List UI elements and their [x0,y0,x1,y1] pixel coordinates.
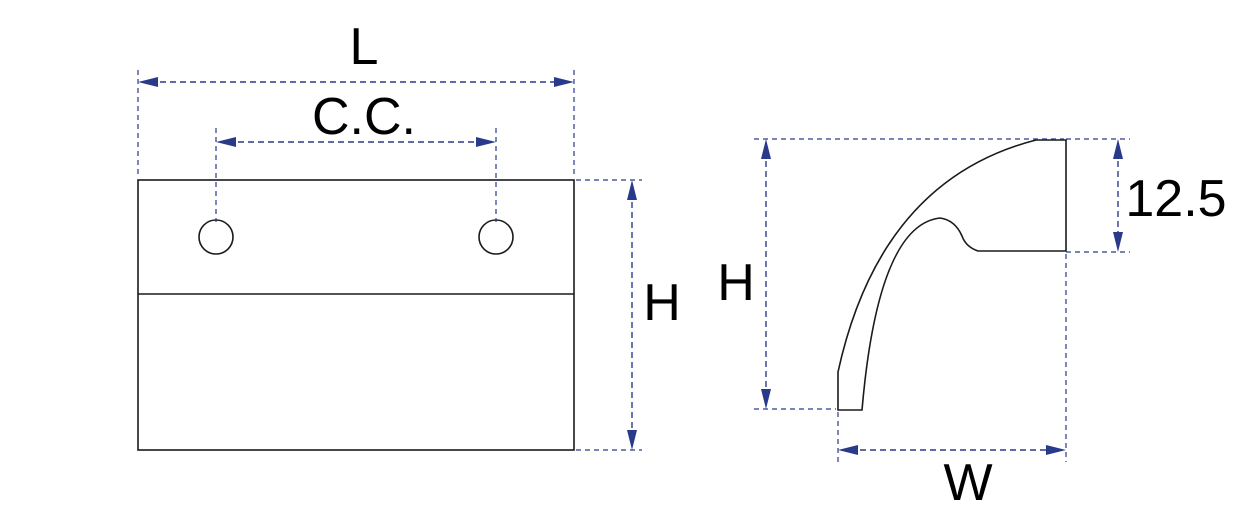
front-height-arrow-bottom [627,430,637,450]
width-arrow-right [1046,445,1066,455]
mounting-hole-right [478,219,514,255]
side-height-arrow-bottom [761,389,771,409]
front-height-dimension: H [576,179,681,451]
front-height-arrow-top [627,180,637,200]
thickness-dimension: 12.5 [1066,138,1227,253]
side-view: H 12.5 W [717,138,1227,512]
cc-arrow-left [216,137,236,147]
width-label: W [943,454,992,512]
front-body-outline [137,179,575,451]
length-dimension: L [137,18,575,178]
thickness-arrow-bottom [1113,232,1123,252]
cc-arrow-right [476,137,496,147]
side-height-label: H [717,254,755,312]
length-arrow-right [554,77,574,87]
side-profile-outline [837,139,1067,411]
side-height-dimension: H [717,138,1064,410]
thickness-label: 12.5 [1125,170,1226,228]
front-view: L C.C. H [137,18,681,451]
side-height-arrow-top [761,139,771,159]
center-to-center-dimension: C.C. [215,88,497,222]
center-to-center-label: C.C. [312,88,416,146]
front-height-label: H [643,274,681,332]
thickness-arrow-top [1113,139,1123,159]
width-dimension: W [837,254,1067,512]
mounting-hole-left [198,219,234,255]
width-arrow-left [838,445,858,455]
length-label: L [350,18,379,76]
length-arrow-left [138,77,158,87]
